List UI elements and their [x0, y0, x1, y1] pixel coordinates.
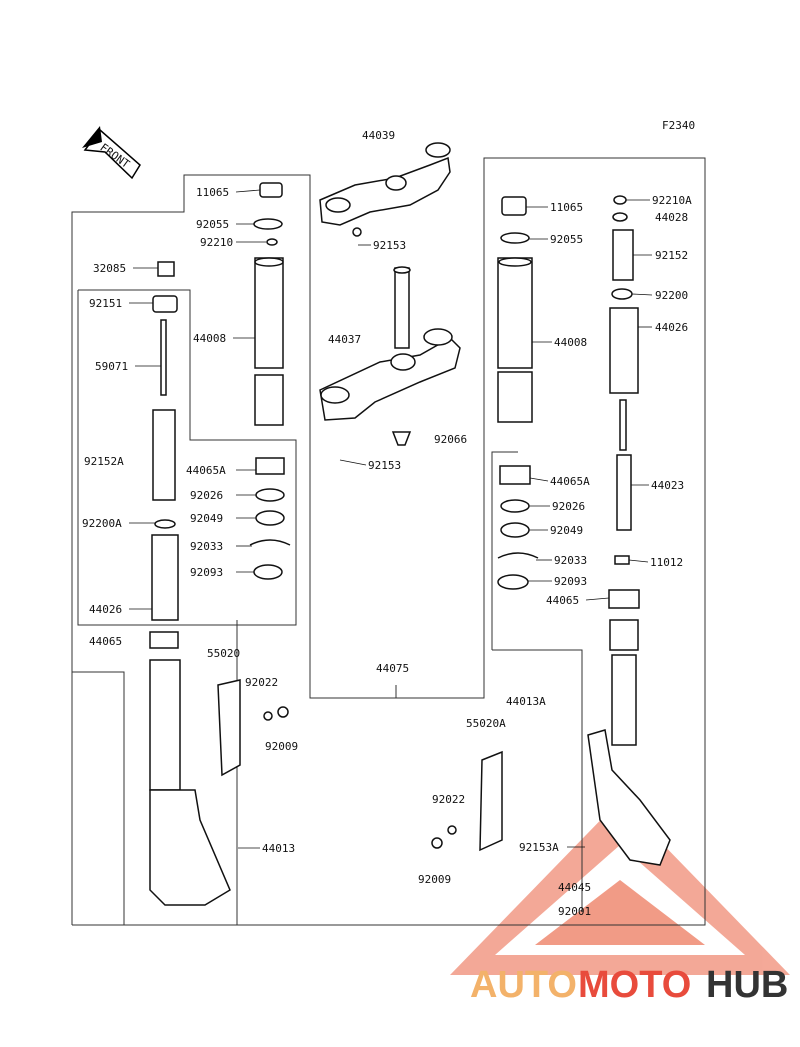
label-92009-left: 92009	[265, 740, 298, 753]
label-44065A-right: 44065A	[550, 475, 590, 488]
label-44026-left: 44026	[89, 603, 122, 616]
label-44008-left: 44008	[193, 332, 226, 345]
part-labels: 44039 11065 92055 92210 32085 92151 4400…	[82, 129, 692, 918]
label-92033-left: 92033	[190, 540, 223, 553]
label-59071: 59071	[95, 360, 128, 373]
label-92153A: 92153A	[519, 841, 559, 854]
label-92033-right: 92033	[554, 554, 587, 567]
label-44065-left: 44065	[89, 635, 122, 648]
label-44013: 44013	[262, 842, 295, 855]
label-92200A: 92200A	[82, 517, 122, 530]
upper-bracket-44039	[319, 142, 451, 237]
front-label: FRONT	[97, 141, 132, 171]
label-92026-left: 92026	[190, 489, 223, 502]
label-92009-right: 92009	[418, 873, 451, 886]
label-44065-right: 44065	[546, 594, 579, 607]
label-92151: 92151	[89, 297, 122, 310]
label-92026-right: 92026	[552, 500, 585, 513]
frame-lines	[71, 157, 706, 926]
label-55020: 55020	[207, 647, 240, 660]
label-92001: 92001	[558, 905, 591, 918]
label-44045: 44045	[558, 881, 591, 894]
label-11012: 11012	[650, 556, 683, 569]
watermark-part1: AUTO	[470, 964, 577, 1006]
label-92210A: 92210A	[652, 194, 692, 207]
label-11065-left: 11065	[196, 186, 229, 199]
label-44013A: 44013A	[506, 695, 546, 708]
label-92093-right: 92093	[554, 575, 587, 588]
label-92022-right: 92022	[432, 793, 465, 806]
label-92210: 92210	[200, 236, 233, 249]
left-fork-parts	[149, 182, 291, 906]
label-11065-right: 11065	[550, 201, 583, 214]
label-44065A-left: 44065A	[186, 464, 226, 477]
label-44008-right: 44008	[554, 336, 587, 349]
label-92152A: 92152A	[84, 455, 124, 468]
label-92152: 92152	[655, 249, 688, 262]
label-32085: 32085	[93, 262, 126, 275]
label-92022-left: 92022	[245, 676, 278, 689]
label-55020A: 55020A	[466, 717, 506, 730]
right-fork-parts	[431, 195, 671, 866]
label-92066: 92066	[434, 433, 467, 446]
label-92055-left: 92055	[196, 218, 229, 231]
watermark-part3: HUB	[706, 964, 788, 1006]
figure-code: F2340	[662, 119, 695, 132]
label-92055-right: 92055	[550, 233, 583, 246]
label-92200: 92200	[655, 289, 688, 302]
label-44039: 44039	[362, 129, 395, 142]
label-44037: 44037	[328, 333, 361, 346]
label-44023: 44023	[651, 479, 684, 492]
label-92093-left: 92093	[190, 566, 223, 579]
label-44026-right: 44026	[655, 321, 688, 334]
label-92049-right: 92049	[550, 524, 583, 537]
watermark-text: AUTO MOTO HUB	[470, 964, 788, 1006]
label-92153-mid: 92153	[368, 459, 401, 472]
watermark-logo	[450, 800, 790, 975]
leader-lines	[129, 189, 653, 849]
label-44028: 44028	[655, 211, 688, 224]
watermark-part2: MOTO	[578, 964, 691, 1006]
label-92153-top: 92153	[373, 239, 406, 252]
label-92049-left: 92049	[190, 512, 223, 525]
front-arrow-icon	[82, 126, 141, 180]
steering-stem-44037	[319, 266, 461, 446]
label-44075: 44075	[376, 662, 409, 675]
